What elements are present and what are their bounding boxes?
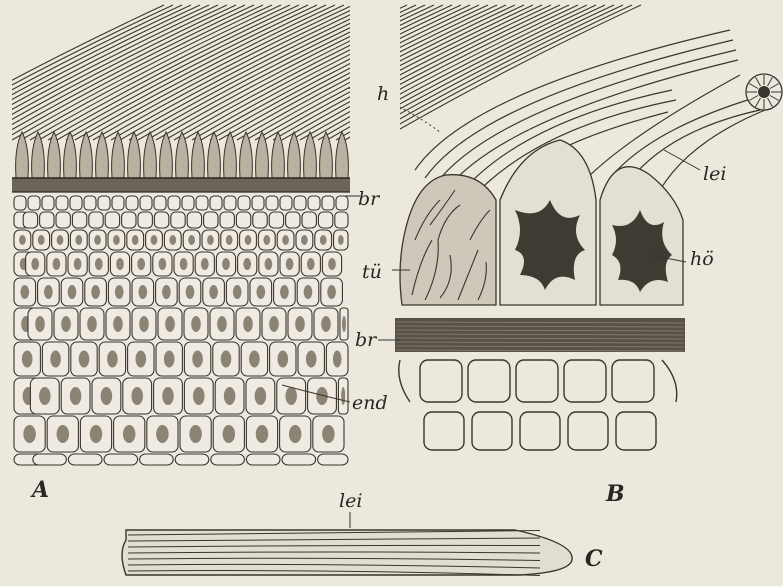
label-hoe: hö [690,248,714,270]
label-lei-c: lei [339,490,362,512]
panel-a-basement-band [12,178,350,192]
panel-label-a: A [30,477,49,503]
label-br-a: br [358,188,381,210]
label-end: end [352,392,388,414]
panel-a-endothelium-cells [14,196,348,465]
panel-label-c: C [585,546,603,572]
label-h: h [377,83,389,105]
panel-label-b: B [605,481,625,507]
hair-cross-section [746,74,782,110]
label-br-b: br [355,329,378,351]
label-tue: tü [362,261,382,283]
label-lei-b: lei [703,163,726,185]
